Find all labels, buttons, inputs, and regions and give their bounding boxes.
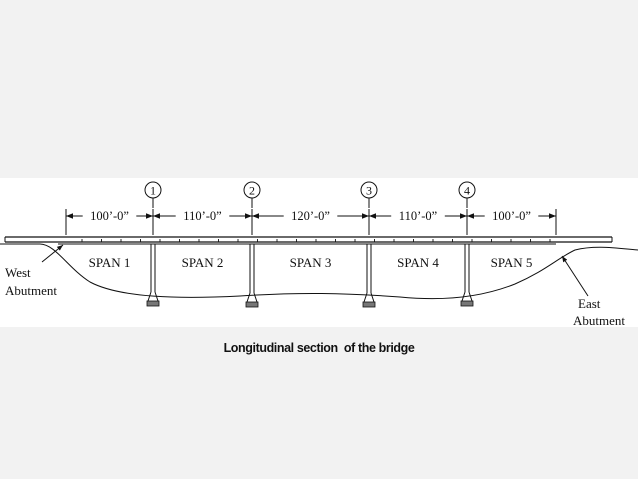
bridge-section-svg: 100’-0” 110’-0” 120’-0” 110’-0” 100’-0” 1 2 3 4…	[0, 181, 638, 327]
dimension-label: 100’-0”	[90, 209, 129, 223]
dimension-label: 110’-0”	[183, 209, 221, 223]
pier-marker-number: 4	[464, 184, 470, 198]
pier-flare	[461, 291, 473, 302]
east-abutment-label-line2: Abutment	[573, 313, 625, 327]
pier-footing	[245, 301, 259, 308]
dimension-label: 120’-0”	[291, 209, 330, 223]
pier-flare	[363, 292, 375, 303]
pier-markers: 1 2 3 4	[144, 181, 476, 208]
girder-ticks	[81, 239, 551, 242]
pier-4	[460, 244, 474, 307]
ground-profile	[0, 243, 638, 300]
west-abutment-label-line2: Abutment	[5, 283, 57, 298]
span-label: SPAN 1	[89, 255, 131, 270]
piers	[146, 244, 474, 308]
bridge-deck	[4, 236, 613, 245]
dimension-label: 110’-0”	[399, 209, 437, 223]
pier-marker-number: 2	[249, 184, 255, 198]
bridge-diagram-panel: 100’-0” 110’-0” 120’-0” 110’-0” 100’-0” 1 2 3 4…	[0, 178, 638, 327]
pier-footing	[362, 301, 376, 308]
east-abutment-label-line1: East	[578, 296, 601, 311]
east-abutment-callout: East Abutment	[561, 255, 625, 327]
span-label: SPAN 3	[290, 255, 332, 270]
east-abutment-arrow	[561, 255, 589, 297]
pier-flare	[246, 292, 258, 303]
span-label: SPAN 5	[491, 255, 533, 270]
west-abutment-arrow	[41, 244, 64, 263]
pier-footing	[460, 300, 474, 307]
pier-2	[245, 244, 259, 308]
span-label: SPAN 4	[397, 255, 439, 270]
pier-3	[362, 244, 376, 308]
pier-footing	[146, 300, 160, 307]
diagram-caption: Longitudinal section of the bridge	[223, 341, 415, 355]
dimension-lines: 100’-0” 110’-0” 120’-0” 110’-0” 100’-0”	[65, 209, 557, 235]
pier-flare	[147, 291, 159, 302]
pier-1	[146, 244, 160, 307]
west-abutment-label-line1: West	[5, 265, 31, 280]
span-labels: SPAN 1 SPAN 2 SPAN 3 SPAN 4 SPAN 5	[89, 255, 533, 270]
pier-marker-number: 3	[366, 184, 372, 198]
west-abutment-callout: West Abutment	[5, 244, 64, 298]
span-label: SPAN 2	[182, 255, 224, 270]
pier-marker-number: 1	[150, 184, 156, 198]
dimension-label: 100’-0”	[492, 209, 531, 223]
